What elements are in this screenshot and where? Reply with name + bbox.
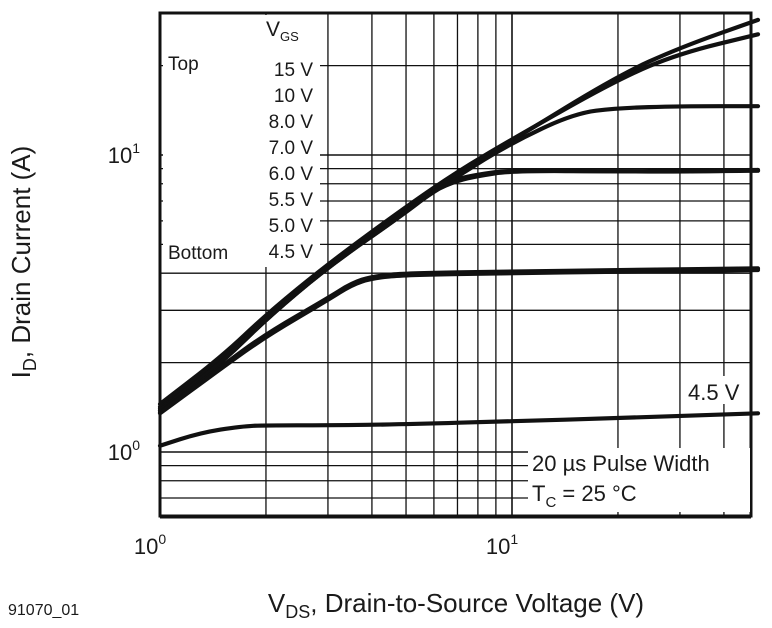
legend-background <box>163 15 320 267</box>
legend-header: VGS <box>266 18 299 44</box>
plot-frame <box>158 11 753 518</box>
curve-label-background <box>685 376 749 404</box>
tick-labels: 100 101 100 101 <box>108 140 519 559</box>
series-line-7 <box>157 267 761 416</box>
temperature-annotation: TC = 25 °C <box>532 481 637 511</box>
legend-entry: 10 V <box>274 86 313 107</box>
pulse-annotation: 20 µs Pulse Width <box>532 451 710 476</box>
series-line-6 <box>157 266 761 415</box>
legend-bottom-label: Bottom <box>168 243 228 264</box>
legend-entry: 6.0 V <box>269 164 314 185</box>
y-tick-label: 101 <box>108 140 140 168</box>
legend: VGS Top Bottom 15 V 10 V 8.0 V 7.0 V 6.0 V 5.… <box>163 15 320 267</box>
legend-entry: 15 V <box>274 60 313 81</box>
legend-entry: 5.5 V <box>269 190 314 211</box>
y-tick-label: 100 <box>108 437 140 465</box>
series-line-5 <box>157 168 761 413</box>
legend-entry: 5.0 V <box>269 216 314 237</box>
series-line-8 <box>157 411 761 448</box>
legend-entry: 7.0 V <box>269 138 314 159</box>
x-tick-label: 100 <box>134 531 166 559</box>
annotation-background <box>528 448 750 512</box>
curve-label-4-5v: 4.5 V <box>688 380 740 405</box>
y-axis-label: ID, Drain Current (A) <box>6 146 40 379</box>
x-axis-label: VDS, Drain-to-Source Voltage (V) <box>268 588 644 622</box>
series-group <box>157 17 761 448</box>
figure-code: 91070_01 <box>8 602 79 619</box>
legend-top-label: Top <box>168 54 199 75</box>
legend-entry: 8.0 V <box>269 112 314 133</box>
legend-entry: 4.5 V <box>269 242 314 263</box>
x-tick-label: 101 <box>486 531 518 559</box>
